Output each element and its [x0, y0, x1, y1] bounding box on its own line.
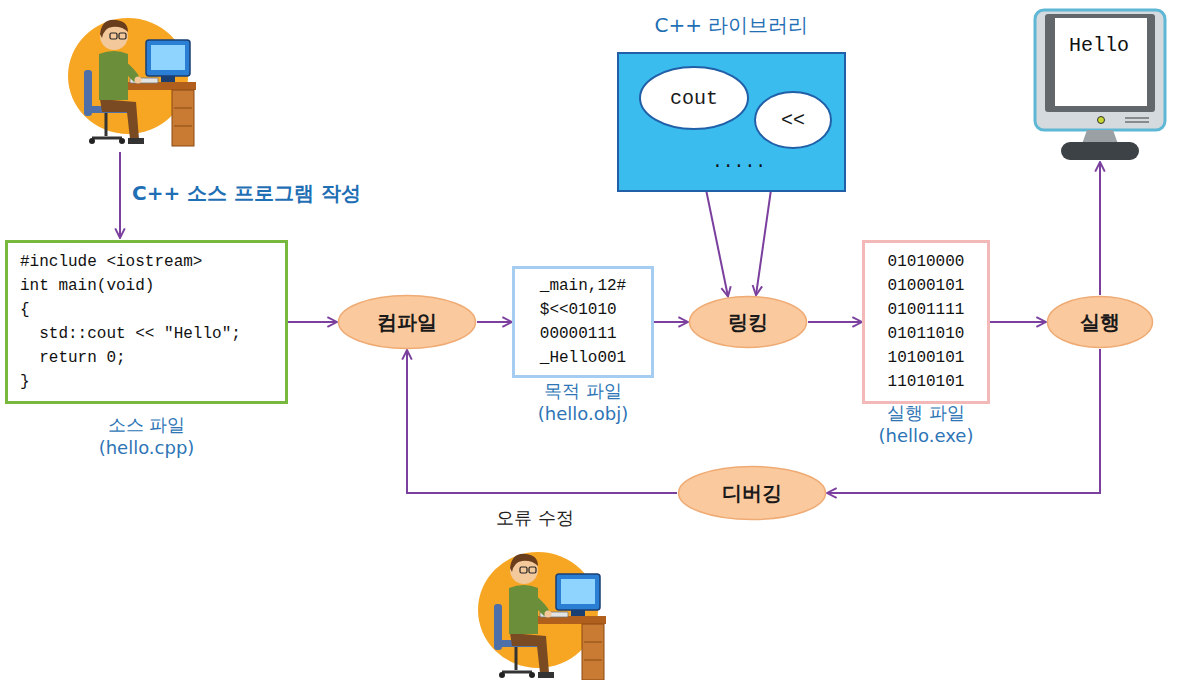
file-box: 0101000001000101010011110101101010100101…: [862, 240, 990, 404]
code-line: _Hello001: [540, 346, 626, 370]
flow-arrow: [654, 321, 688, 323]
code-line: _main,12#: [540, 274, 626, 298]
process-ellipse: 실행: [1046, 295, 1154, 349]
step-label: C++ 소스 프로그램 작성: [132, 180, 361, 207]
file-box: #include <iostream>int main(void){ std::…: [5, 240, 288, 404]
monitor: Hello: [1033, 8, 1167, 162]
file-caption: 소스 파일(hello.cpp): [99, 413, 195, 459]
ellipse-label: 디버깅: [722, 480, 782, 507]
caption-text: 소스 파일: [99, 413, 195, 436]
ellipse-label: cout: [670, 87, 718, 110]
code-line: 11010101: [888, 370, 965, 394]
step-label: 오류 수정: [494, 506, 576, 530]
code-line: 01001111: [888, 298, 965, 322]
file-box: _main,12#$<<0101000000111_Hello001목적 파일(…: [512, 266, 654, 378]
file-content: _main,12#$<<0101000000111_Hello001: [540, 274, 626, 370]
write-arrow: [119, 152, 121, 238]
file-caption: 목적 파일(hello.obj): [538, 379, 628, 425]
process-ellipse: 컴파일: [337, 294, 477, 350]
code-line: int main(void): [20, 274, 241, 298]
code-line: {: [20, 298, 241, 322]
screen-text: Hello: [1069, 34, 1129, 57]
monitor-outline: [1033, 8, 1167, 162]
code-line: 01011010: [888, 322, 965, 346]
programmer-figure: [478, 552, 606, 680]
code-line: $<<01010: [540, 298, 626, 322]
library-title: C++ 라이브러리: [579, 12, 884, 39]
caption-text: 목적 파일: [538, 379, 628, 402]
flow-arrow: [288, 321, 337, 323]
caption-text: (hello.cpp): [99, 436, 195, 459]
flow-arrow: [808, 321, 862, 323]
process-ellipse: <<: [753, 90, 833, 150]
caption-text: (hello.obj): [538, 402, 628, 425]
process-ellipse: 링킹: [688, 295, 808, 349]
ellipse-label: 링킹: [728, 309, 768, 336]
code-line: }: [20, 370, 241, 394]
flow-arrow: [477, 321, 512, 323]
programmer-figure: [68, 18, 196, 146]
ellipse-label: 실행: [1080, 309, 1120, 336]
caption-text: (hello.exe): [879, 424, 974, 447]
code-line: 00000111: [540, 322, 626, 346]
file-content: #include <iostream>int main(void){ std::…: [20, 250, 241, 394]
file-caption: 실행 파일(hello.exe): [879, 401, 974, 447]
ellipse-label: 컴파일: [377, 309, 437, 336]
code-line: 01000101: [888, 274, 965, 298]
process-ellipse: 디버깅: [677, 465, 827, 521]
caption-text: 실행 파일: [879, 401, 974, 424]
code-line: #include <iostream>: [20, 250, 241, 274]
ellipse-label: <<: [781, 109, 805, 132]
code-line: 10100101: [888, 346, 965, 370]
flow-arrow: [1099, 162, 1101, 295]
code-line: 01010000: [888, 250, 965, 274]
code-line: std::cout << "Hello";: [20, 322, 241, 346]
code-line: return 0;: [20, 346, 241, 370]
process-ellipse: cout: [638, 65, 750, 131]
ellipsis-text: .....: [712, 152, 766, 172]
library-box: C++ 라이브러리.....cout<<: [617, 52, 846, 192]
file-content: 0101000001000101010011110101101010100101…: [888, 250, 965, 394]
flow-arrow: [990, 321, 1046, 323]
